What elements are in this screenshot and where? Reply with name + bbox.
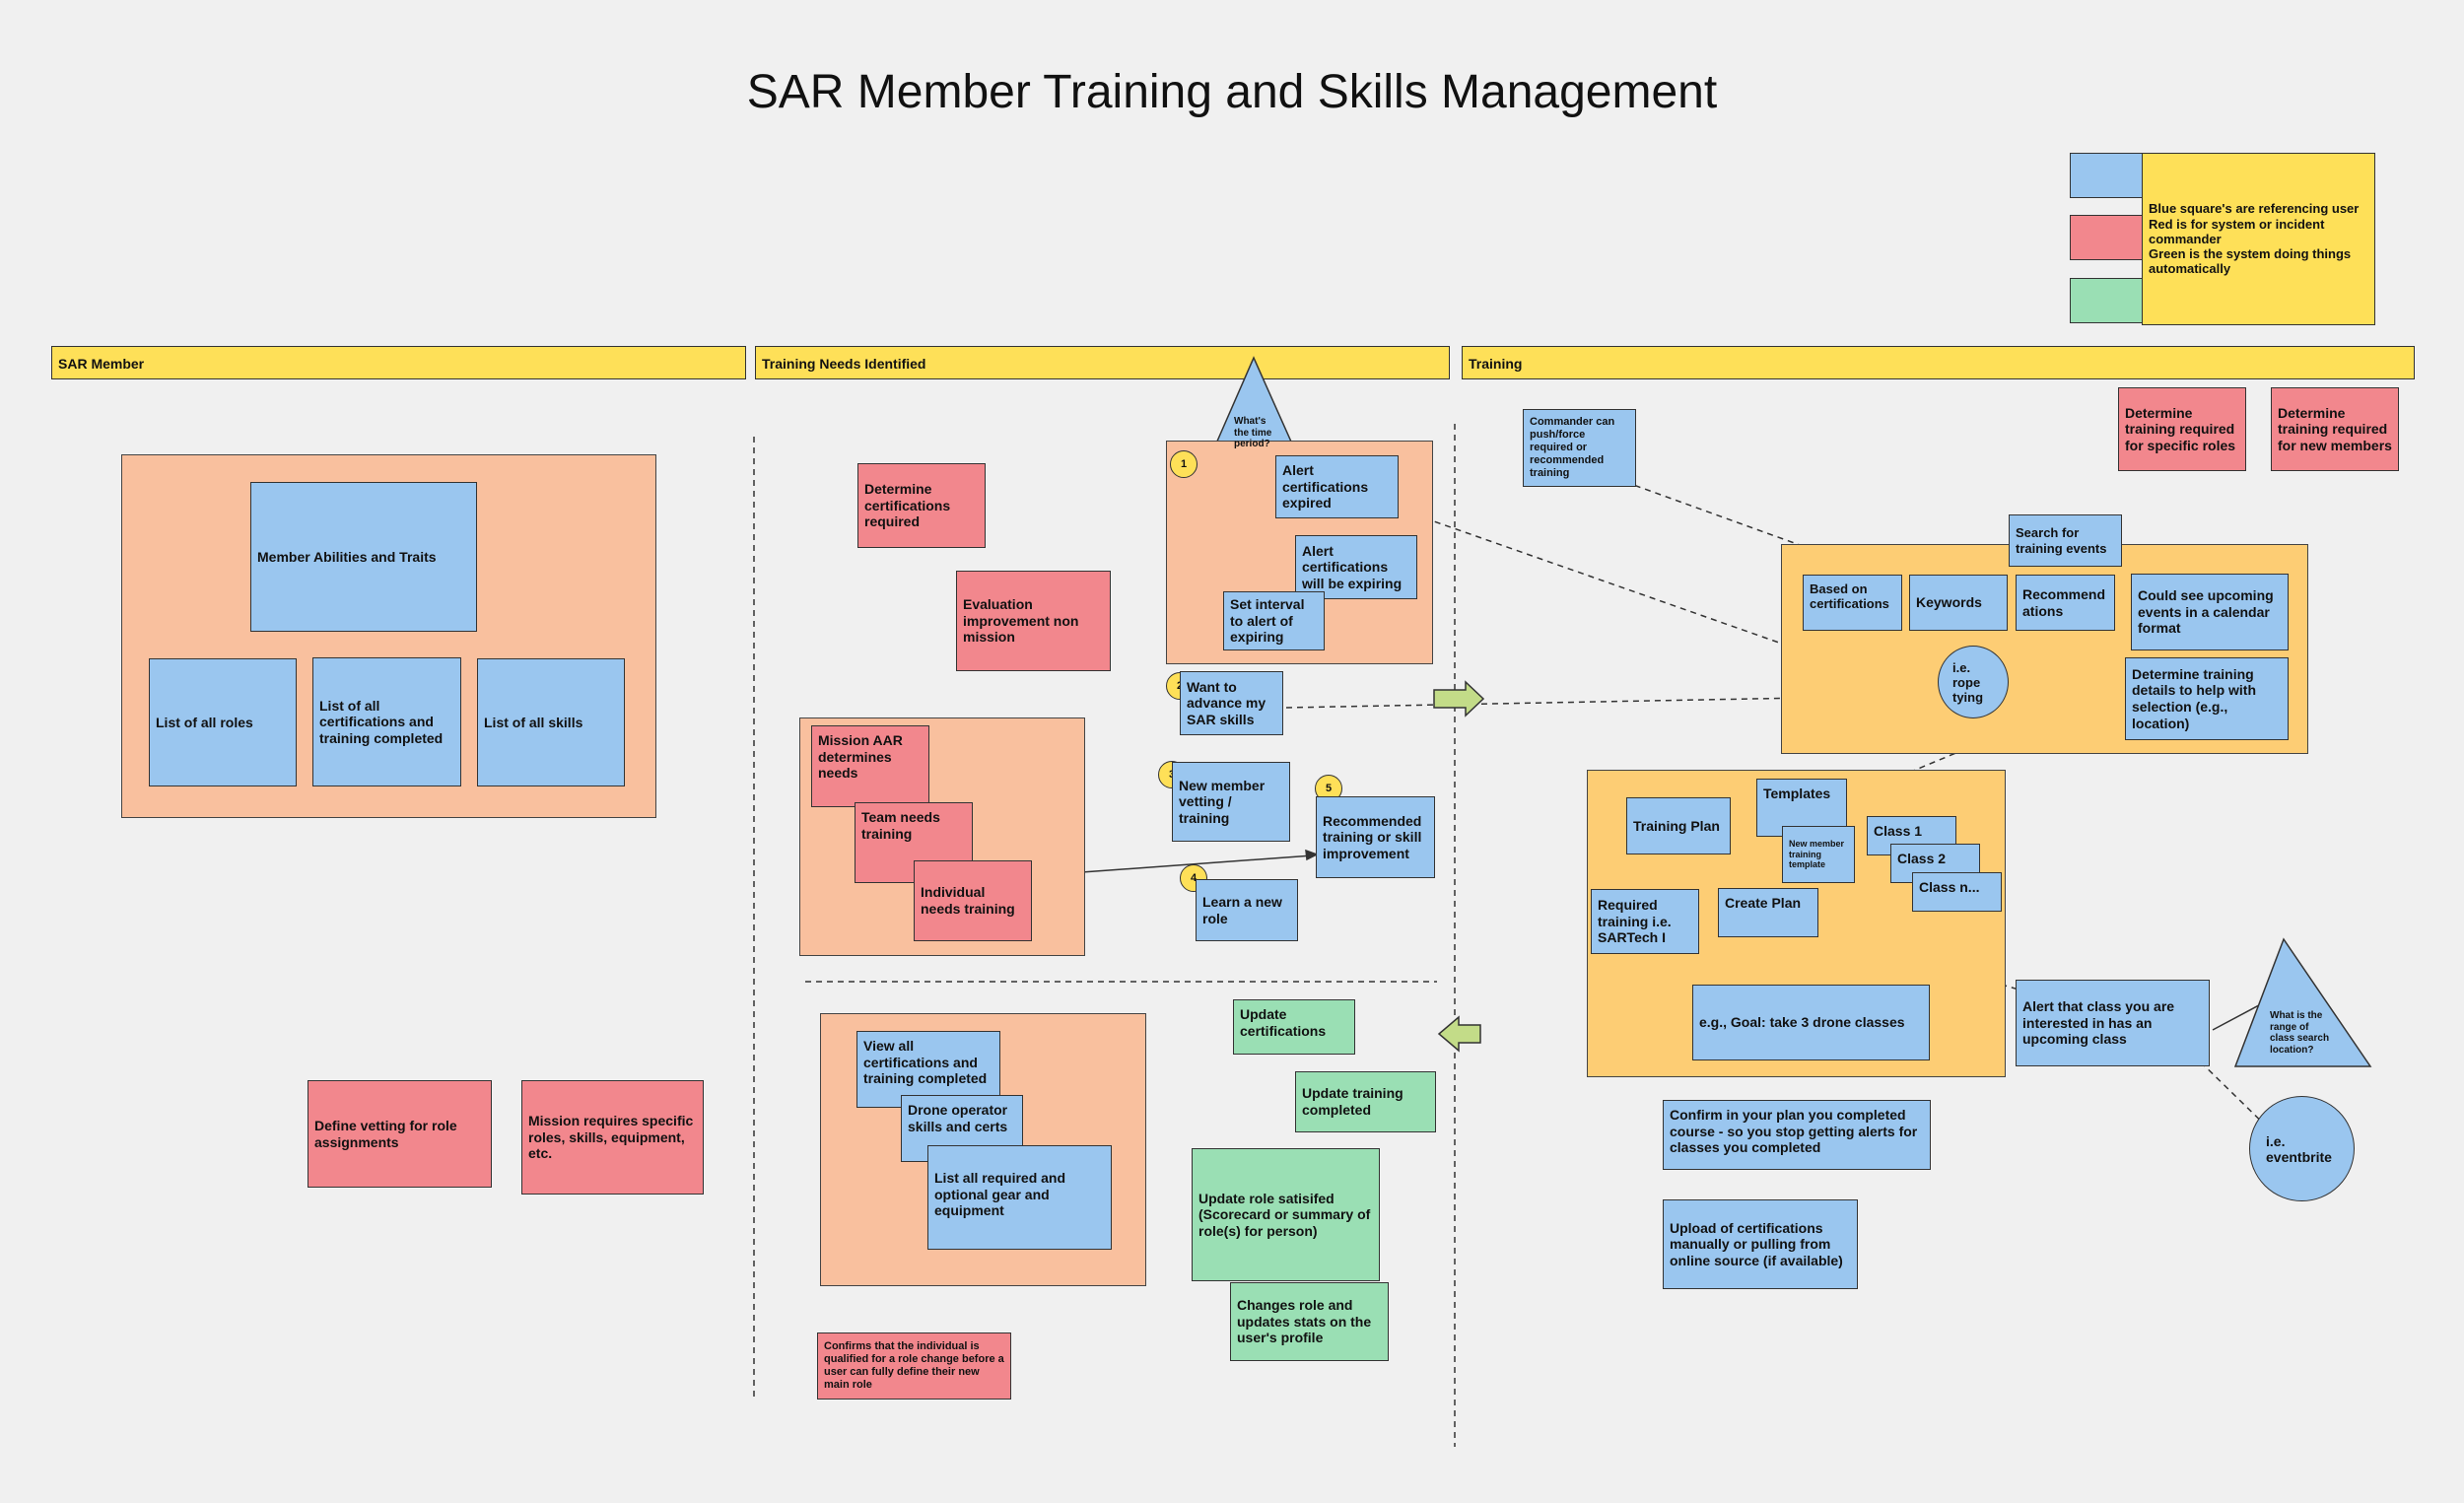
determine-specific-note: Determine training required for specific… <box>2118 387 2246 471</box>
list-skills-note: List of all skills <box>477 658 625 786</box>
member-abilities-note: Member Abilities and Traits <box>250 482 477 632</box>
eventbrite-circle: i.e. eventbrite <box>2249 1096 2355 1201</box>
goal-note: e.g., Goal: take 3 drone classes <box>1692 985 1930 1060</box>
confirm-plan-note: Confirm in your plan you completed cours… <box>1663 1100 1931 1170</box>
list-certs-note: List of all certifications and training … <box>312 657 461 786</box>
alert-class-note: Alert that class you are interested in h… <box>2016 980 2210 1066</box>
legend: Blue square's are referencing user Red i… <box>2070 153 2375 325</box>
upcoming-calendar-note: Could see upcoming events in a calendar … <box>2131 574 2289 650</box>
rope-tying-circle: i.e. rope tying <box>1938 646 2009 718</box>
legend-red-swatch <box>2070 215 2143 260</box>
mission-aar-note: Mission AAR determines needs <box>811 725 929 807</box>
keywords-note: Keywords <box>1909 575 2008 631</box>
set-interval-note: Set interval to alert of expiring <box>1223 591 1325 650</box>
update-role-note: Update role satisifed (Scorecard or summ… <box>1192 1148 1380 1281</box>
confirms-note: Confirms that the individual is qualifie… <box>817 1332 1011 1400</box>
legend-blue-swatch <box>2070 153 2143 198</box>
training-plan-note: Training Plan <box>1626 797 1731 854</box>
badge-1: 1 <box>1170 450 1198 478</box>
based-on-certs-note: Based on certifications <box>1803 575 1902 631</box>
lane-training-needs: Training Needs Identified <box>755 346 1450 379</box>
recommendations-note: Recommend ations <box>2016 575 2115 631</box>
search-events-note: Search for training events <box>2009 514 2122 567</box>
block-arrow-left <box>1437 1015 1481 1053</box>
block-arrow-right <box>1433 680 1485 717</box>
class-n-note: Class n... <box>1912 872 2002 912</box>
training-details-note: Determine training details to help with … <box>2125 657 2289 740</box>
alert-expired-note: Alert certifications expired <box>1275 455 1399 518</box>
alert-to-search-link <box>1413 513 1797 649</box>
update-certs-note: Update certifications <box>1233 999 1355 1055</box>
changes-role-note: Changes role and updates stats on the us… <box>1230 1282 1389 1361</box>
lane-sar-member: SAR Member <box>51 346 746 379</box>
arrow-head <box>1305 849 1319 861</box>
determine-new-note: Determine training required for new memb… <box>2271 387 2399 471</box>
team-needs-note: Team needs training <box>855 802 973 883</box>
list-gear-note: List all required and optional gear and … <box>927 1145 1112 1250</box>
range-triangle-label: What is the range of class search locati… <box>2270 1010 2330 1056</box>
advance-to-search-link <box>1285 697 1807 709</box>
lane-training: Training <box>1462 346 2415 379</box>
triangle-time-label: What's the time period? <box>1234 416 1272 449</box>
individual-needs-note: Individual needs training <box>914 860 1032 941</box>
mission-requires-note: Mission requires specific roles, skills,… <box>521 1080 704 1195</box>
new-vetting-note: New member vetting / training <box>1172 762 1290 842</box>
triangle-range <box>2233 937 2372 1067</box>
page-title: SAR Member Training and Skills Managemen… <box>746 66 1718 118</box>
learn-role-note: Learn a new role <box>1196 879 1298 941</box>
define-vetting-note: Define vetting for role assignments <box>308 1080 492 1188</box>
commander-note: Commander can push/force required or rec… <box>1523 409 1636 487</box>
update-training-note: Update training completed <box>1295 1071 1436 1132</box>
create-plan-note: Create Plan <box>1718 888 1818 937</box>
upload-certs-note: Upload of certifications manually or pul… <box>1663 1199 1858 1289</box>
legend-text: Blue square's are referencing user Red i… <box>2142 153 2375 325</box>
new-member-template-note: New member training template <box>1782 826 1855 883</box>
legend-green-swatch <box>2070 278 2143 323</box>
individual-to-recommended-arrow <box>1054 854 1314 875</box>
recommended-note: Recommended training or skill improvemen… <box>1316 796 1435 878</box>
want-advance-note: Want to advance my SAR skills <box>1180 671 1283 735</box>
determine-certs-note: Determine certifications required <box>857 463 986 548</box>
list-roles-note: List of all roles <box>149 658 297 786</box>
required-training-note: Required training i.e. SARTech I <box>1591 889 1699 954</box>
evaluation-note: Evaluation improvement non mission <box>956 571 1111 671</box>
alert-expiring-note: Alert certifications will be expiring <box>1295 535 1417 599</box>
